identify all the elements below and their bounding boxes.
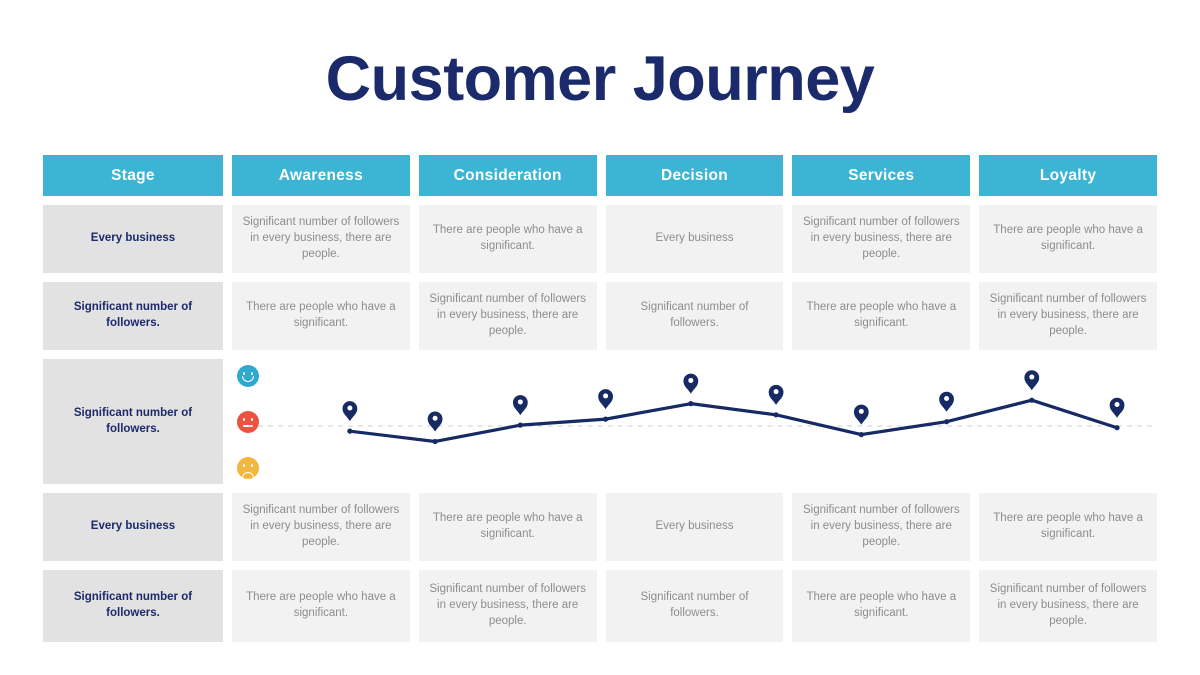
trend-line: [348, 398, 1119, 444]
eye-left: [242, 418, 246, 422]
table-cell: There are people who have a significant.: [979, 493, 1157, 561]
map-pin-icon: [768, 384, 784, 405]
map-pin-icon: [512, 395, 528, 416]
map-pin-hole: [432, 415, 438, 421]
table-row: Significant number of followers. There a…: [43, 282, 1157, 350]
map-pin-hole: [773, 389, 779, 395]
table-header-row: Stage Awareness Consideration Decision S…: [43, 155, 1157, 196]
eye-right: [250, 464, 254, 468]
map-pin-hole: [517, 399, 523, 405]
table-cell: Significant number of followers in every…: [979, 570, 1157, 642]
map-pin-icon: [342, 401, 358, 422]
table-cell-stage: Significant number of followers.: [43, 359, 223, 484]
data-point: [1114, 425, 1120, 431]
map-pin-icon: [683, 373, 699, 394]
map-pin-icon: [427, 411, 443, 432]
data-point: [773, 412, 779, 418]
mood-icon-group: [237, 365, 271, 485]
map-pin-hole: [858, 408, 864, 414]
mouth-frown: [242, 471, 254, 478]
data-point: [688, 401, 694, 407]
map-pin-icon: [853, 404, 869, 425]
page-title: Customer Journey: [325, 44, 875, 114]
table-header-loyalty[interactable]: Loyalty: [979, 155, 1157, 196]
data-point: [432, 438, 438, 445]
table-cell: Significant number of followers in every…: [418, 282, 597, 350]
table-header-awareness[interactable]: Awareness: [232, 155, 410, 196]
eye-right: [250, 372, 254, 376]
table-cell: There are people who have a significant.: [792, 570, 971, 642]
map-pin-icon: [1109, 397, 1125, 418]
map-pin-hole: [688, 377, 694, 383]
map-pin-icon: [1024, 370, 1040, 391]
data-point: [858, 432, 864, 438]
table-header-consideration[interactable]: Consideration: [418, 155, 597, 196]
data-point: [943, 419, 950, 425]
table-cell: Significant number of followers in every…: [232, 205, 410, 273]
table-cell: There are people who have a significant.: [979, 205, 1157, 273]
table-row: Every business Significant number of fol…: [43, 205, 1157, 273]
data-point: [602, 416, 609, 422]
happy-face-icon: [237, 365, 259, 387]
table-cell-stage: Significant number of followers.: [43, 282, 223, 350]
map-pin-hole: [347, 405, 353, 411]
table-cell: There are people who have a significant.: [792, 282, 971, 350]
table-cell: There are people who have a significant.: [418, 493, 597, 561]
table-cell: There are people who have a significant.: [232, 570, 410, 642]
data-point: [347, 428, 353, 434]
table-cell: Significant number of followers.: [605, 570, 784, 642]
sentiment-chart-area: [232, 359, 1157, 484]
chart-row: Significant number of followers.: [43, 359, 1157, 484]
journey-line-chart: [247, 370, 1154, 445]
table-cell-stage: Significant number of followers.: [43, 570, 223, 642]
sad-face-icon: [237, 457, 259, 479]
table-cell: Significant number of followers in every…: [418, 570, 597, 642]
table-header-decision[interactable]: Decision: [605, 155, 784, 196]
table-cell: Significant number of followers.: [605, 282, 784, 350]
eye-left: [242, 464, 246, 468]
table-cell: Significant number of followers in every…: [792, 493, 971, 561]
map-pin-hole: [1029, 374, 1035, 380]
table-row: Every business Significant number of fol…: [43, 493, 1157, 561]
map-pin-hole: [1114, 402, 1120, 408]
map-pin-marker-group: [342, 370, 1125, 432]
journey-table: Stage Awareness Consideration Decision S…: [43, 155, 1157, 651]
table-cell: There are people who have a significant.: [418, 205, 597, 273]
eye-right: [250, 418, 254, 422]
table-cell: Significant number of followers in every…: [232, 493, 410, 561]
table-header-services[interactable]: Services: [792, 155, 971, 196]
map-pin-hole: [944, 396, 950, 401]
table-header-stage[interactable]: Stage: [43, 155, 223, 196]
trend-line-group: [348, 398, 1119, 444]
table-cell: There are people who have a significant.: [232, 282, 410, 350]
table-cell-stage: Every business: [43, 493, 223, 561]
table-row: Significant number of followers. There a…: [43, 570, 1157, 642]
table-cell-stage: Every business: [43, 205, 223, 273]
map-pin-icon: [939, 391, 954, 412]
data-point-group: [347, 397, 1120, 445]
table-cell: Significant number of followers in every…: [792, 205, 971, 273]
eye-left: [242, 372, 246, 376]
table-cell: Every business: [605, 205, 784, 273]
data-point: [1029, 397, 1035, 403]
data-point: [517, 422, 523, 428]
table-cell: Significant number of followers in every…: [979, 282, 1157, 350]
table-cell: Every business: [605, 493, 784, 561]
map-pin-hole: [603, 393, 609, 399]
map-pin-icon: [598, 389, 613, 410]
